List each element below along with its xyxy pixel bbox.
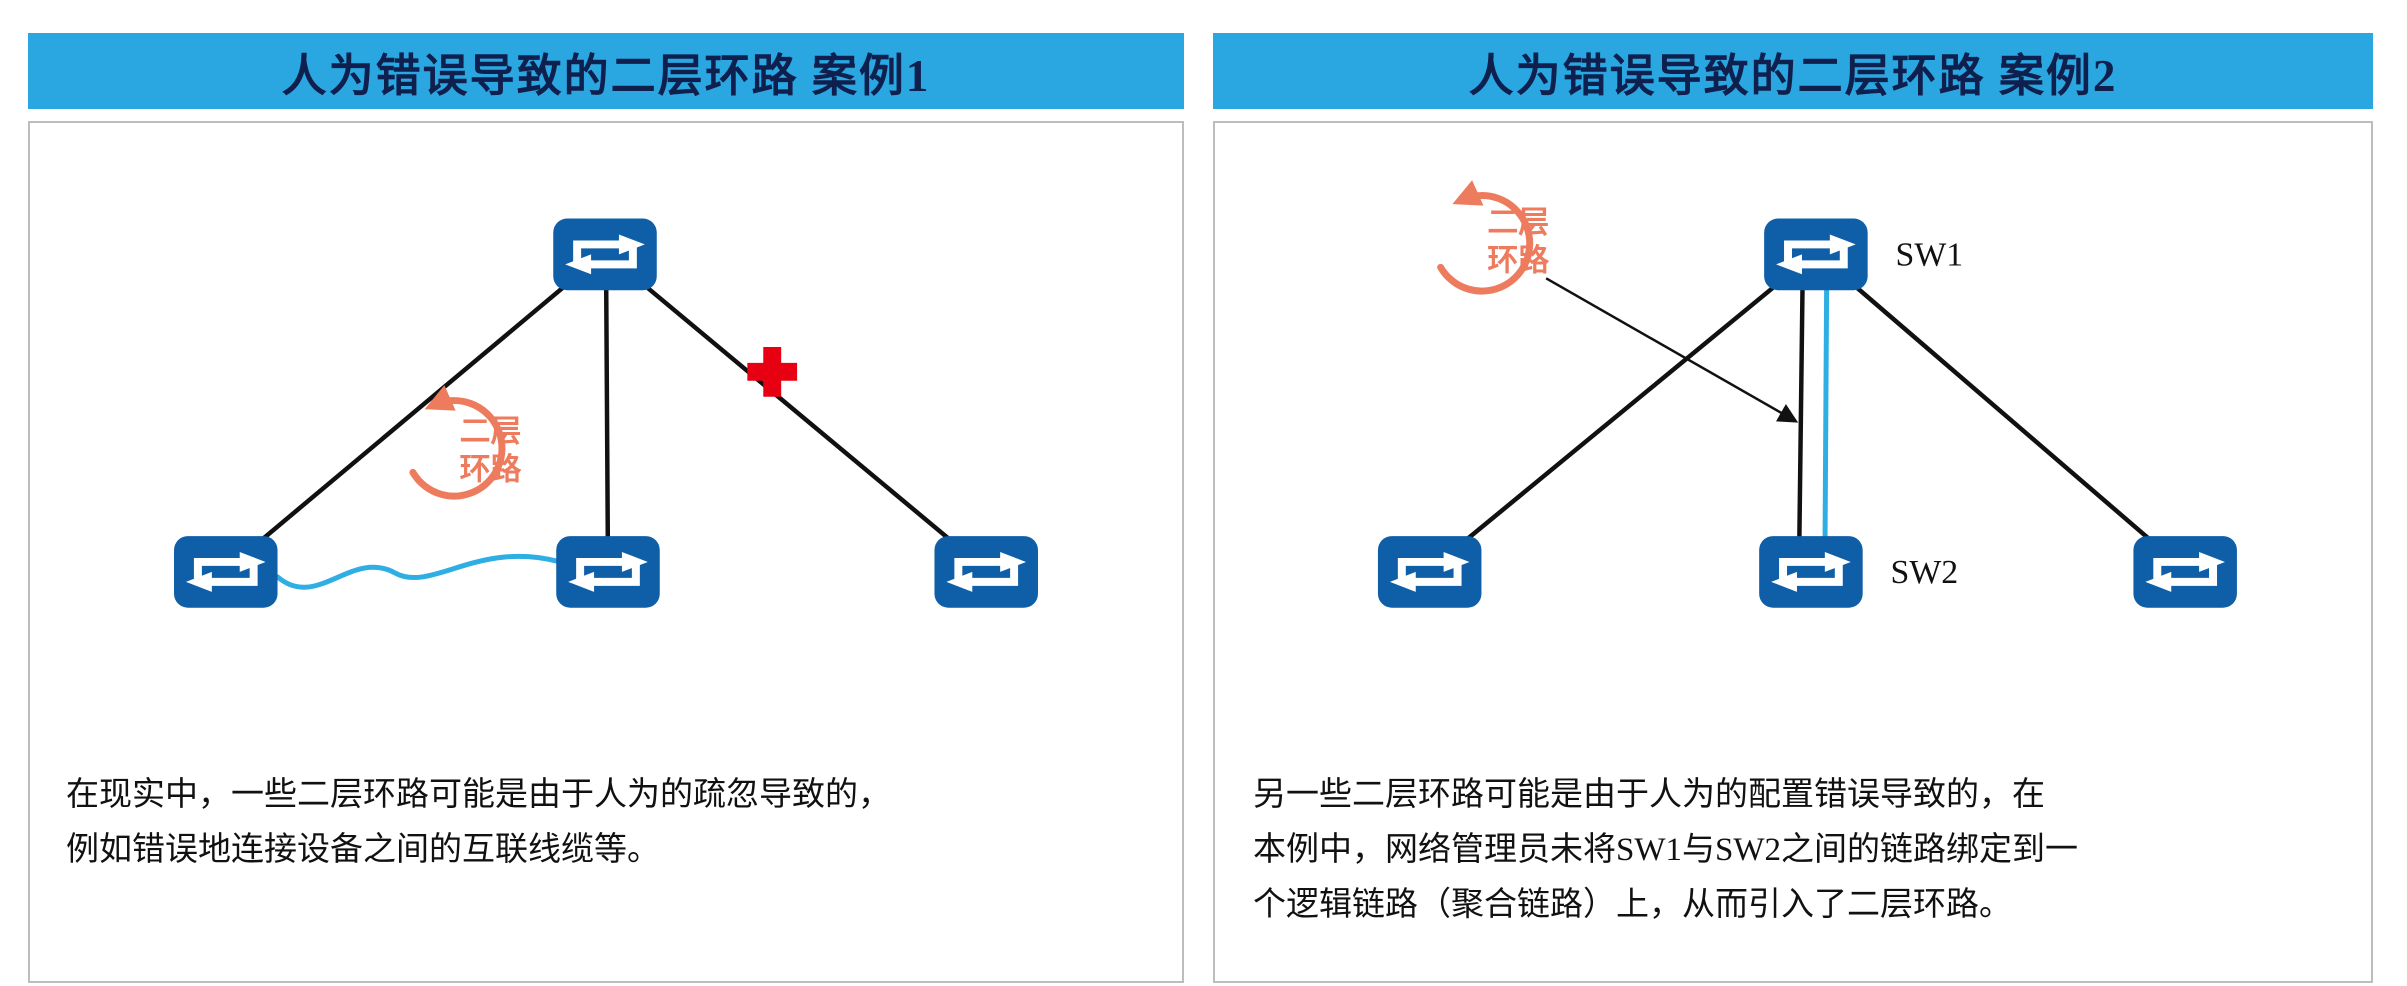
loop-label-line2: 环路 bbox=[1487, 243, 1549, 277]
switch-icon-bottom-right bbox=[2133, 536, 2237, 608]
description-line: 另一些二层环路可能是由于人为的配置错误导致的，在 bbox=[1253, 777, 2045, 813]
mistaken-cable-icon bbox=[275, 553, 559, 590]
sw1-label: SW1 bbox=[1896, 236, 1964, 273]
switch-icon-top bbox=[553, 219, 657, 291]
switch-icon-bottom-left bbox=[1378, 536, 1482, 608]
link-top-to-right bbox=[602, 250, 989, 573]
link-sw1-to-sw2-cyan bbox=[1822, 252, 1830, 570]
loop-label-line1: 二层 bbox=[460, 415, 522, 449]
panel2-description: 另一些二层环路可能是由于人为的配置错误导致的，在 本例中，网络管理员未将SW1与… bbox=[1253, 768, 2078, 933]
description-line: 例如错误地连接设备之间的互联线缆等。 bbox=[66, 832, 660, 868]
panel1-description: 在现实中，一些二层环路可能是由于人为的疏忽导致的， 例如错误地连接设备之间的互联… bbox=[66, 768, 891, 878]
panel1-diagram: 二层 环路 bbox=[30, 123, 1182, 981]
panel1-box: 二层 环路 在现实中，一些二层环路可能是由于人为的疏忽导致的， 例如错误地连接设… bbox=[28, 121, 1184, 983]
link-sw1-to-right bbox=[1813, 250, 2188, 573]
panel2-box: 二层 环路 SW1 SW2 另一些二层环路可能是由于人为的配置错误导致的，在 本… bbox=[1213, 121, 2373, 983]
loop-arrow-icon bbox=[1437, 180, 1534, 295]
switch-icon-sw2 bbox=[1759, 536, 1863, 608]
link-top-to-left bbox=[223, 250, 608, 573]
switch-icon-bottom-right bbox=[934, 536, 1038, 608]
panel2-title: 人为错误导致的二层环路 案例2 bbox=[1468, 50, 2118, 101]
switch-icon-sw1 bbox=[1764, 219, 1868, 291]
description-line: 在现实中，一些二层环路可能是由于人为的疏忽导致的， bbox=[66, 777, 891, 813]
link-sw1-to-sw2-black bbox=[1796, 250, 1806, 573]
loop-label-line2: 环路 bbox=[460, 452, 522, 486]
description-line: 个逻辑链路（聚合链路）上，从而引入了二层环路。 bbox=[1253, 887, 2012, 923]
switch-icon-bottom-left bbox=[174, 536, 278, 608]
loop-arrow-icon bbox=[409, 385, 506, 500]
loop-label-line1: 二层 bbox=[1487, 205, 1549, 239]
panel2-header: 人为错误导致的二层环路 案例2 bbox=[1213, 33, 2373, 109]
description-line: 本例中，网络管理员未将SW1与SW2之间的链路绑定到一 bbox=[1253, 832, 2078, 868]
sw2-label: SW2 bbox=[1891, 554, 1959, 591]
link-sw1-to-left bbox=[1427, 250, 1819, 573]
switch-icon-bottom-middle bbox=[556, 536, 660, 608]
error-cross-icon bbox=[747, 346, 798, 397]
annotation-arrow-icon bbox=[1545, 277, 1799, 423]
panel1-title: 人为错误导致的二层环路 案例1 bbox=[281, 50, 931, 101]
panel1-header: 人为错误导致的二层环路 案例1 bbox=[28, 33, 1184, 109]
panel2-diagram: 二层 环路 SW1 SW2 bbox=[1215, 180, 2371, 981]
link-top-to-middle bbox=[603, 250, 611, 573]
